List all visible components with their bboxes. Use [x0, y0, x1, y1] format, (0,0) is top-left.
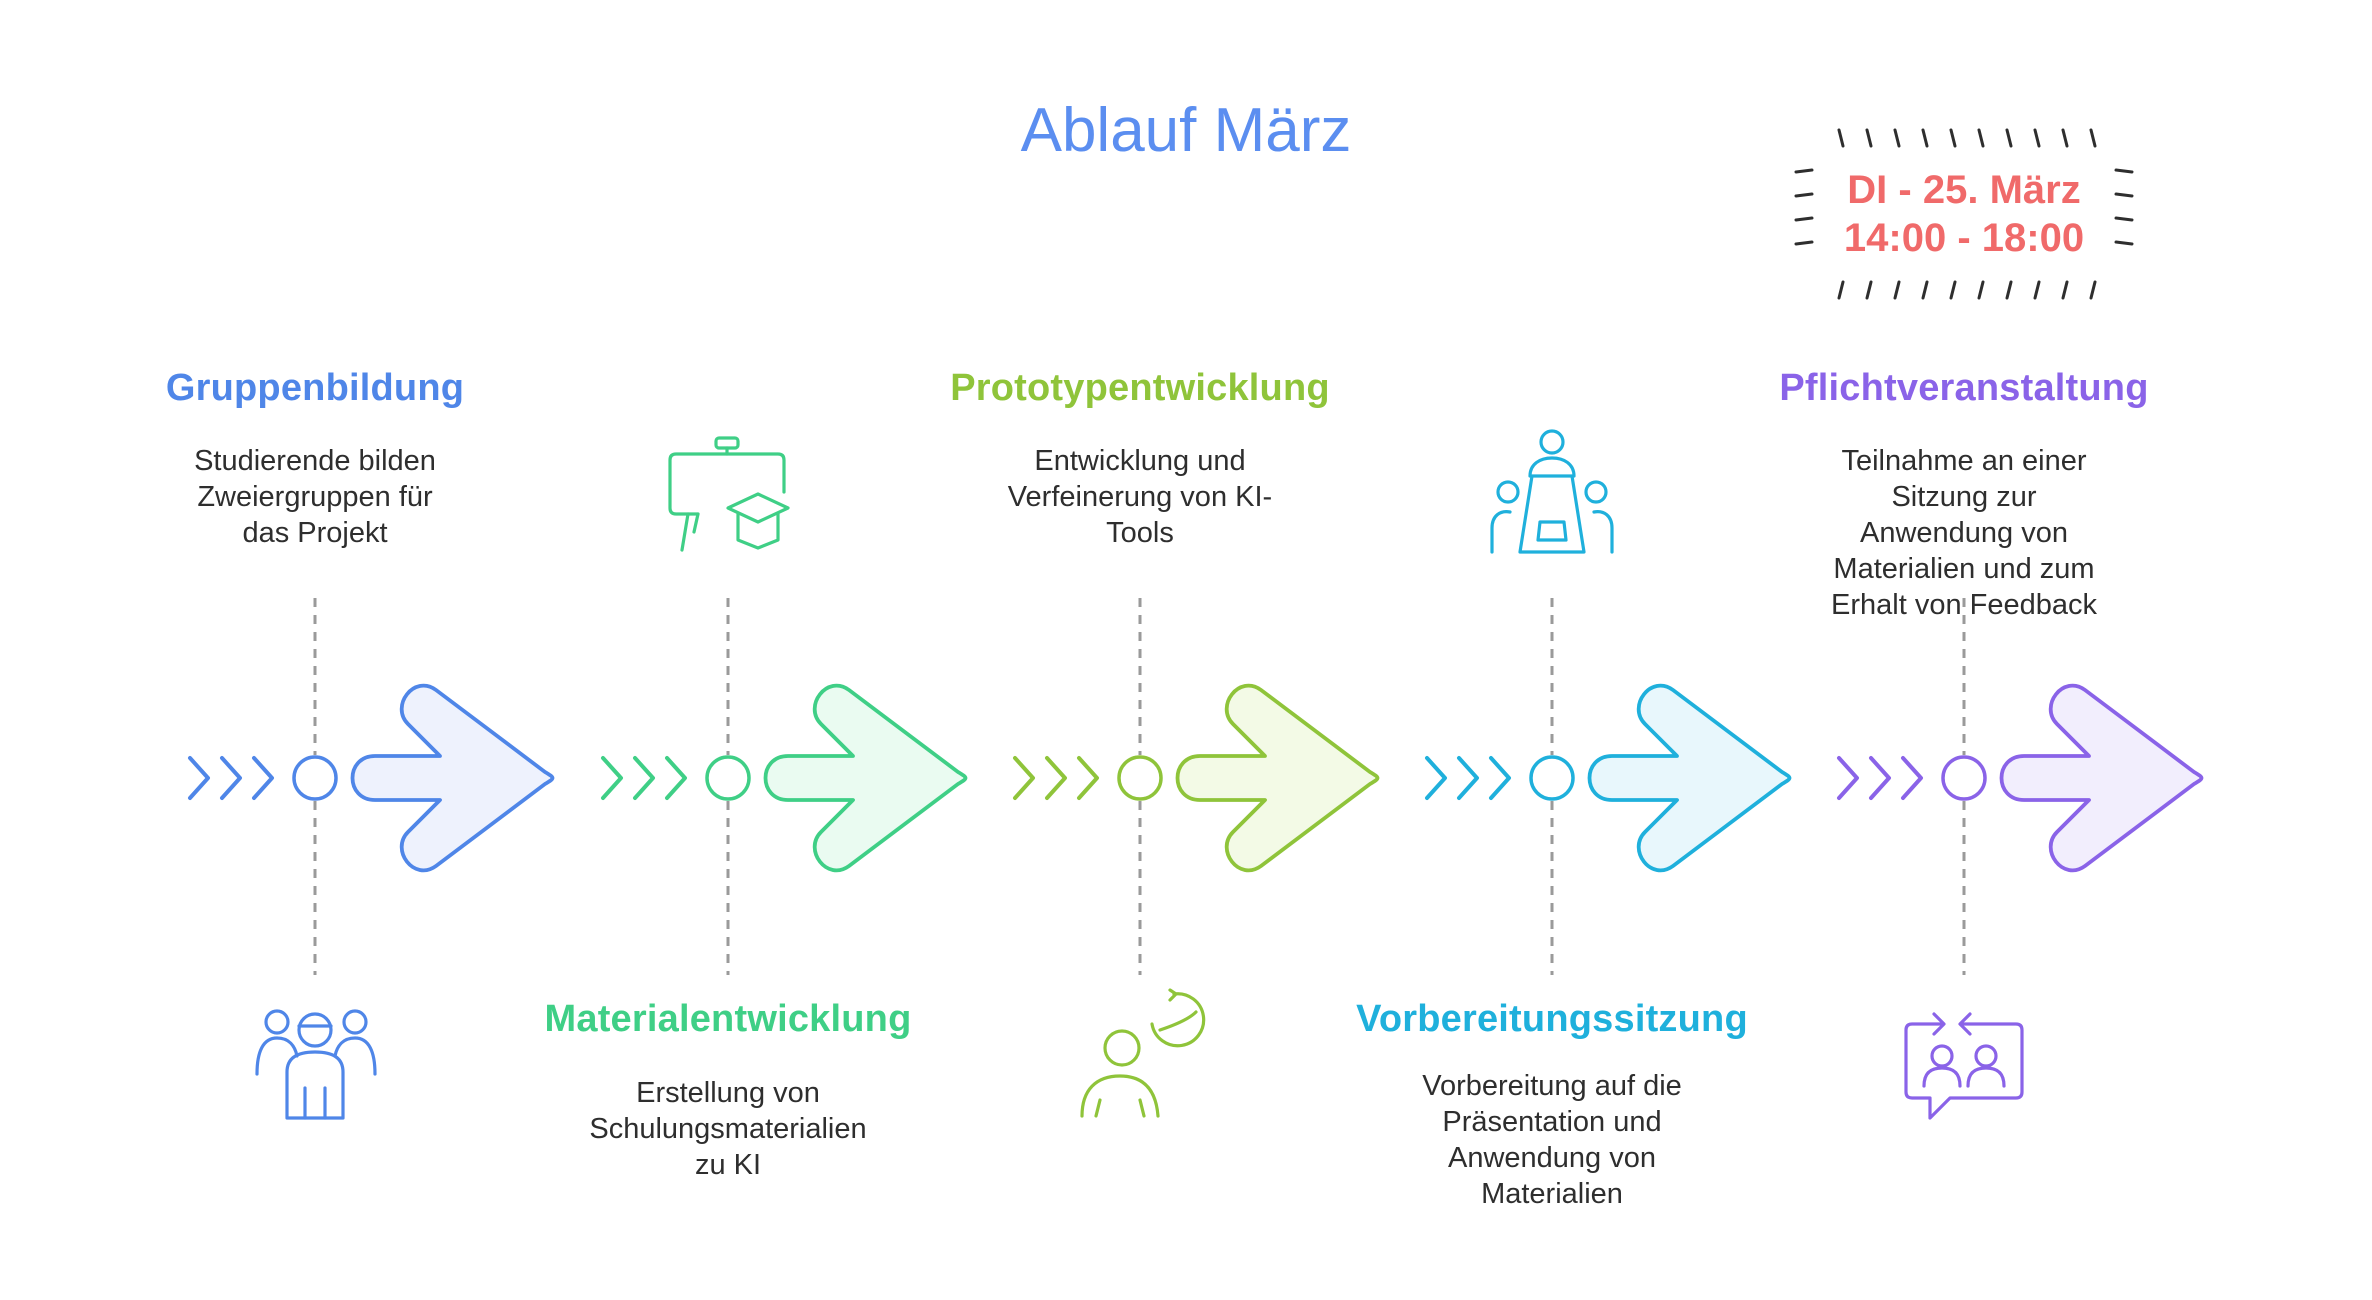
step-arrow: [350, 683, 555, 873]
step-arrow: [1175, 683, 1380, 873]
chevron-3: [1489, 756, 1511, 800]
step-3: [1013, 598, 1380, 1118]
step-description-line: Schulungsmaterialien: [589, 1113, 867, 1145]
feedback-chat-icon: [1904, 1012, 2024, 1120]
teaching-board-graduation-cap-icon: [668, 436, 790, 552]
meeting-table-icon: [1490, 429, 1614, 554]
chevron-3: [1901, 756, 1923, 800]
chevron-2: [1869, 756, 1891, 800]
step-description-line: Sitzung zur: [1891, 481, 2037, 513]
step-5: [1794, 128, 2204, 1120]
step-description-line: Vorbereitung auf die: [1422, 1070, 1682, 1102]
step-1: [188, 598, 555, 1120]
step-description-line: Verfeinerung von KI-: [1007, 481, 1273, 513]
step-2: [601, 436, 968, 975]
timeline-node: [292, 755, 338, 801]
step-arrow: [1999, 683, 2204, 873]
diagram-title: Ablauf März: [1020, 96, 1352, 165]
event-date-line: 14:00 - 18:00: [1843, 216, 2085, 260]
step-description-line: Studierende bilden: [194, 445, 436, 477]
chevron-2: [1045, 756, 1067, 800]
timeline-node: [705, 755, 751, 801]
step-description-line: Anwendung von: [1448, 1142, 1656, 1174]
step-heading: Materialentwicklung: [544, 998, 912, 1040]
date-burst-marks: [1794, 128, 2134, 300]
person-refresh-cycle-icon: [1080, 988, 1206, 1118]
timeline-node: [1941, 755, 1987, 801]
chevron-2: [220, 756, 242, 800]
chevron-1: [601, 756, 623, 800]
step-description-line: das Projekt: [242, 517, 388, 549]
step-description-line: Entwicklung und: [1034, 445, 1246, 477]
step-description-line: Tools: [1106, 517, 1174, 549]
step-heading: Gruppenbildung: [165, 367, 465, 409]
timeline-node: [1529, 755, 1575, 801]
step-description-line: Erhalt von Feedback: [1831, 589, 2097, 621]
chevron-1: [1425, 756, 1447, 800]
step-description-line: Materialien und zum: [1833, 553, 2095, 585]
step-description-line: Präsentation und: [1442, 1106, 1662, 1138]
step-arrow: [1587, 683, 1792, 873]
event-date-line: DI - 25. März: [1847, 168, 2081, 212]
step-description-line: zu KI: [694, 1149, 762, 1181]
chevron-1: [188, 756, 210, 800]
chevron-1: [1013, 756, 1035, 800]
step-description-line: Zweiergruppen für: [197, 481, 433, 513]
chevron-1: [1837, 756, 1859, 800]
step-description-line: Teilnahme an einer: [1841, 445, 2087, 477]
chevron-2: [1457, 756, 1479, 800]
step-description-line: Anwendung von: [1860, 517, 2068, 549]
chevron-3: [665, 756, 687, 800]
step-arrow: [763, 683, 968, 873]
step-description-line: Erstellung von: [636, 1077, 820, 1109]
timeline-node: [1117, 755, 1163, 801]
step-description-line: Materialien: [1481, 1178, 1623, 1210]
chevron-3: [1077, 756, 1099, 800]
step-heading: Prototypentwicklung: [950, 367, 1330, 409]
chevron-3: [252, 756, 274, 800]
step-heading: Vorbereitungssitzung: [1356, 998, 1748, 1040]
step-4: [1425, 429, 1792, 975]
step-heading: Pflichtveranstaltung: [1779, 367, 2149, 409]
group-people-icon: [255, 1009, 377, 1120]
chevron-2: [633, 756, 655, 800]
